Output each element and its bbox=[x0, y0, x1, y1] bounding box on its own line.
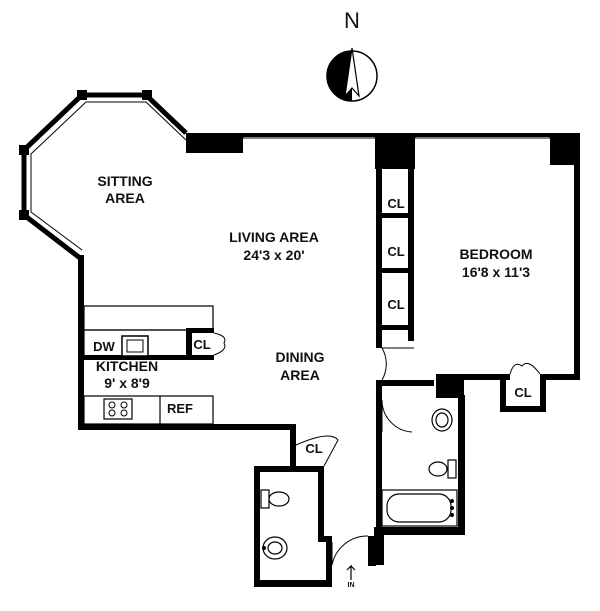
kitchen bbox=[83, 305, 226, 425]
dishwasher-label: DW bbox=[93, 339, 115, 354]
entry-closet-label: CL bbox=[305, 441, 322, 456]
exterior-walls bbox=[78, 133, 580, 587]
closet-door-icon bbox=[213, 332, 226, 356]
bedroom-closet-label: CL bbox=[514, 385, 531, 400]
closet-label-2: CL bbox=[387, 244, 404, 259]
bedroom-label-2: 16'8 x 11'3 bbox=[462, 264, 530, 280]
half-bath-fixtures bbox=[260, 489, 290, 560]
bathroom-fixtures bbox=[381, 408, 458, 527]
door-swings bbox=[295, 347, 414, 566]
compass-needle bbox=[344, 47, 360, 98]
dining-area-label-1: DINING bbox=[276, 349, 325, 365]
kitchen-closet-label: CL bbox=[193, 337, 210, 352]
compass-label: N bbox=[344, 8, 360, 33]
bay-window bbox=[19, 90, 188, 260]
toilet-icon bbox=[260, 489, 290, 509]
closet-label-1: CL bbox=[387, 196, 404, 211]
bedroom-closet-door-icon bbox=[509, 362, 541, 375]
closet-label-3: CL bbox=[387, 297, 404, 312]
refrigerator-label: REF bbox=[167, 401, 193, 416]
sitting-area-label-1: SITTING bbox=[97, 173, 152, 189]
stove-icon bbox=[103, 398, 133, 420]
entry-label: IN bbox=[348, 582, 355, 589]
entry-arrow-icon bbox=[346, 564, 356, 580]
sitting-area-label-2: AREA bbox=[105, 190, 145, 206]
toilet-icon bbox=[428, 459, 457, 479]
dining-area-label-2: AREA bbox=[280, 367, 320, 383]
kitchen-label-1: KITCHEN bbox=[96, 358, 158, 374]
kitchen-label-2: 9' x 8'9 bbox=[104, 375, 150, 391]
room-labels: SITTING AREA LIVING AREA 24'3 x 20' BEDR… bbox=[93, 173, 532, 589]
sink-icon bbox=[121, 335, 149, 357]
compass: N bbox=[326, 8, 378, 102]
living-area-label-1: LIVING AREA bbox=[229, 229, 319, 245]
bedroom-label-1: BEDROOM bbox=[459, 246, 532, 262]
living-area-label-2: 24'3 x 20' bbox=[243, 247, 304, 263]
